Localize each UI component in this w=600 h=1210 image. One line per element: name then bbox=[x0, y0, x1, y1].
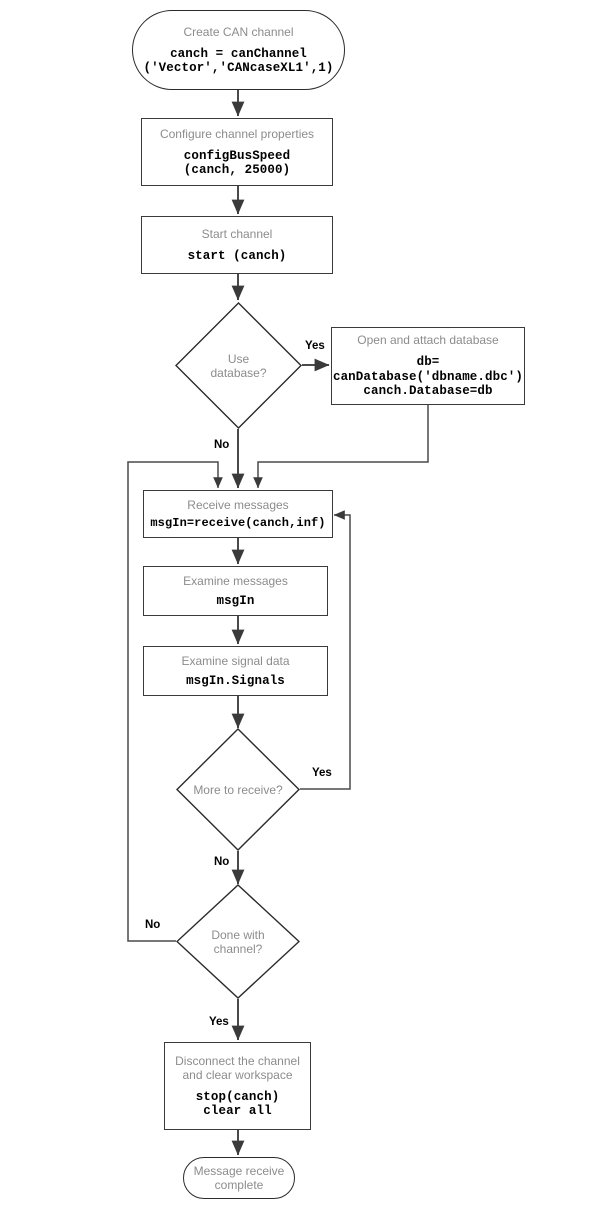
node-receive-messages-description: Receive messages bbox=[187, 497, 289, 512]
node-receive-messages-code: msgIn=receive(canch,inf) bbox=[150, 515, 326, 530]
node-start-channel-description: Start channel bbox=[201, 226, 273, 241]
node-configure-channel-code: configBusSpeed (canch, 25000) bbox=[183, 148, 291, 178]
node-use-database[interactable]: Use database? bbox=[175, 302, 302, 429]
edge-label-more-to-receive-no: No bbox=[214, 856, 230, 868]
node-examine-signal-data-description: Examine signal data bbox=[181, 653, 290, 668]
node-examine-signal-data-code: msgIn.Signals bbox=[186, 673, 285, 688]
node-more-to-receive[interactable]: More to receive? bbox=[176, 728, 300, 851]
edge-label-done-with-channel-yes: Yes bbox=[209, 1016, 229, 1028]
node-open-attach-database-code: db= canDatabase('dbname.dbc') canch.Data… bbox=[332, 355, 524, 399]
node-examine-messages-description: Examine messages bbox=[183, 573, 288, 588]
node-open-attach-database[interactable]: Open and attach database db= canDatabase… bbox=[331, 327, 525, 405]
node-examine-messages[interactable]: Examine messages msgIn bbox=[143, 566, 328, 616]
node-examine-messages-code: msgIn bbox=[216, 593, 255, 608]
node-disconnect-channel[interactable]: Disconnect the channel and clear workspa… bbox=[164, 1042, 311, 1130]
node-create-can-channel[interactable]: Create CAN channel canch = canChannel ('… bbox=[132, 10, 345, 90]
node-use-database-label: Use database? bbox=[210, 351, 267, 380]
node-configure-channel-description: Configure channel properties bbox=[159, 126, 315, 141]
edge-label-use-database-no: No bbox=[214, 439, 230, 451]
node-disconnect-channel-code: stop(canch) clear all bbox=[195, 1089, 280, 1119]
node-start-channel[interactable]: Start channel start (canch) bbox=[141, 216, 333, 274]
node-done-with-channel-label: Done with channel? bbox=[211, 927, 265, 956]
node-examine-signal-data[interactable]: Examine signal data msgIn.Signals bbox=[143, 646, 328, 696]
done-with-channel-diamond-shape bbox=[176, 884, 300, 999]
edge-label-done-with-channel-no: No bbox=[145, 919, 161, 931]
node-create-can-channel-code: canch = canChannel ('Vector','CANcaseXL1… bbox=[143, 46, 334, 76]
node-open-attach-database-description: Open and attach database bbox=[357, 333, 499, 348]
node-message-receive-complete-description: Message receive complete bbox=[193, 1164, 285, 1192]
node-configure-channel[interactable]: Configure channel properties configBusSp… bbox=[141, 118, 333, 186]
edge-label-use-database-yes: Yes bbox=[305, 340, 325, 352]
edge-label-more-to-receive-yes: Yes bbox=[312, 767, 332, 779]
node-disconnect-channel-description: Disconnect the channel and clear workspa… bbox=[175, 1053, 300, 1082]
node-create-can-channel-description: Create CAN channel bbox=[183, 24, 294, 39]
node-more-to-receive-label: More to receive? bbox=[193, 782, 283, 797]
node-start-channel-code: start (canch) bbox=[187, 248, 287, 263]
node-message-receive-complete[interactable]: Message receive complete bbox=[183, 1157, 295, 1199]
more-to-receive-diamond-shape bbox=[176, 728, 300, 851]
use-database-diamond-shape bbox=[175, 302, 302, 429]
node-done-with-channel[interactable]: Done with channel? bbox=[176, 884, 300, 999]
node-receive-messages[interactable]: Receive messages msgIn=receive(canch,inf… bbox=[143, 490, 333, 538]
